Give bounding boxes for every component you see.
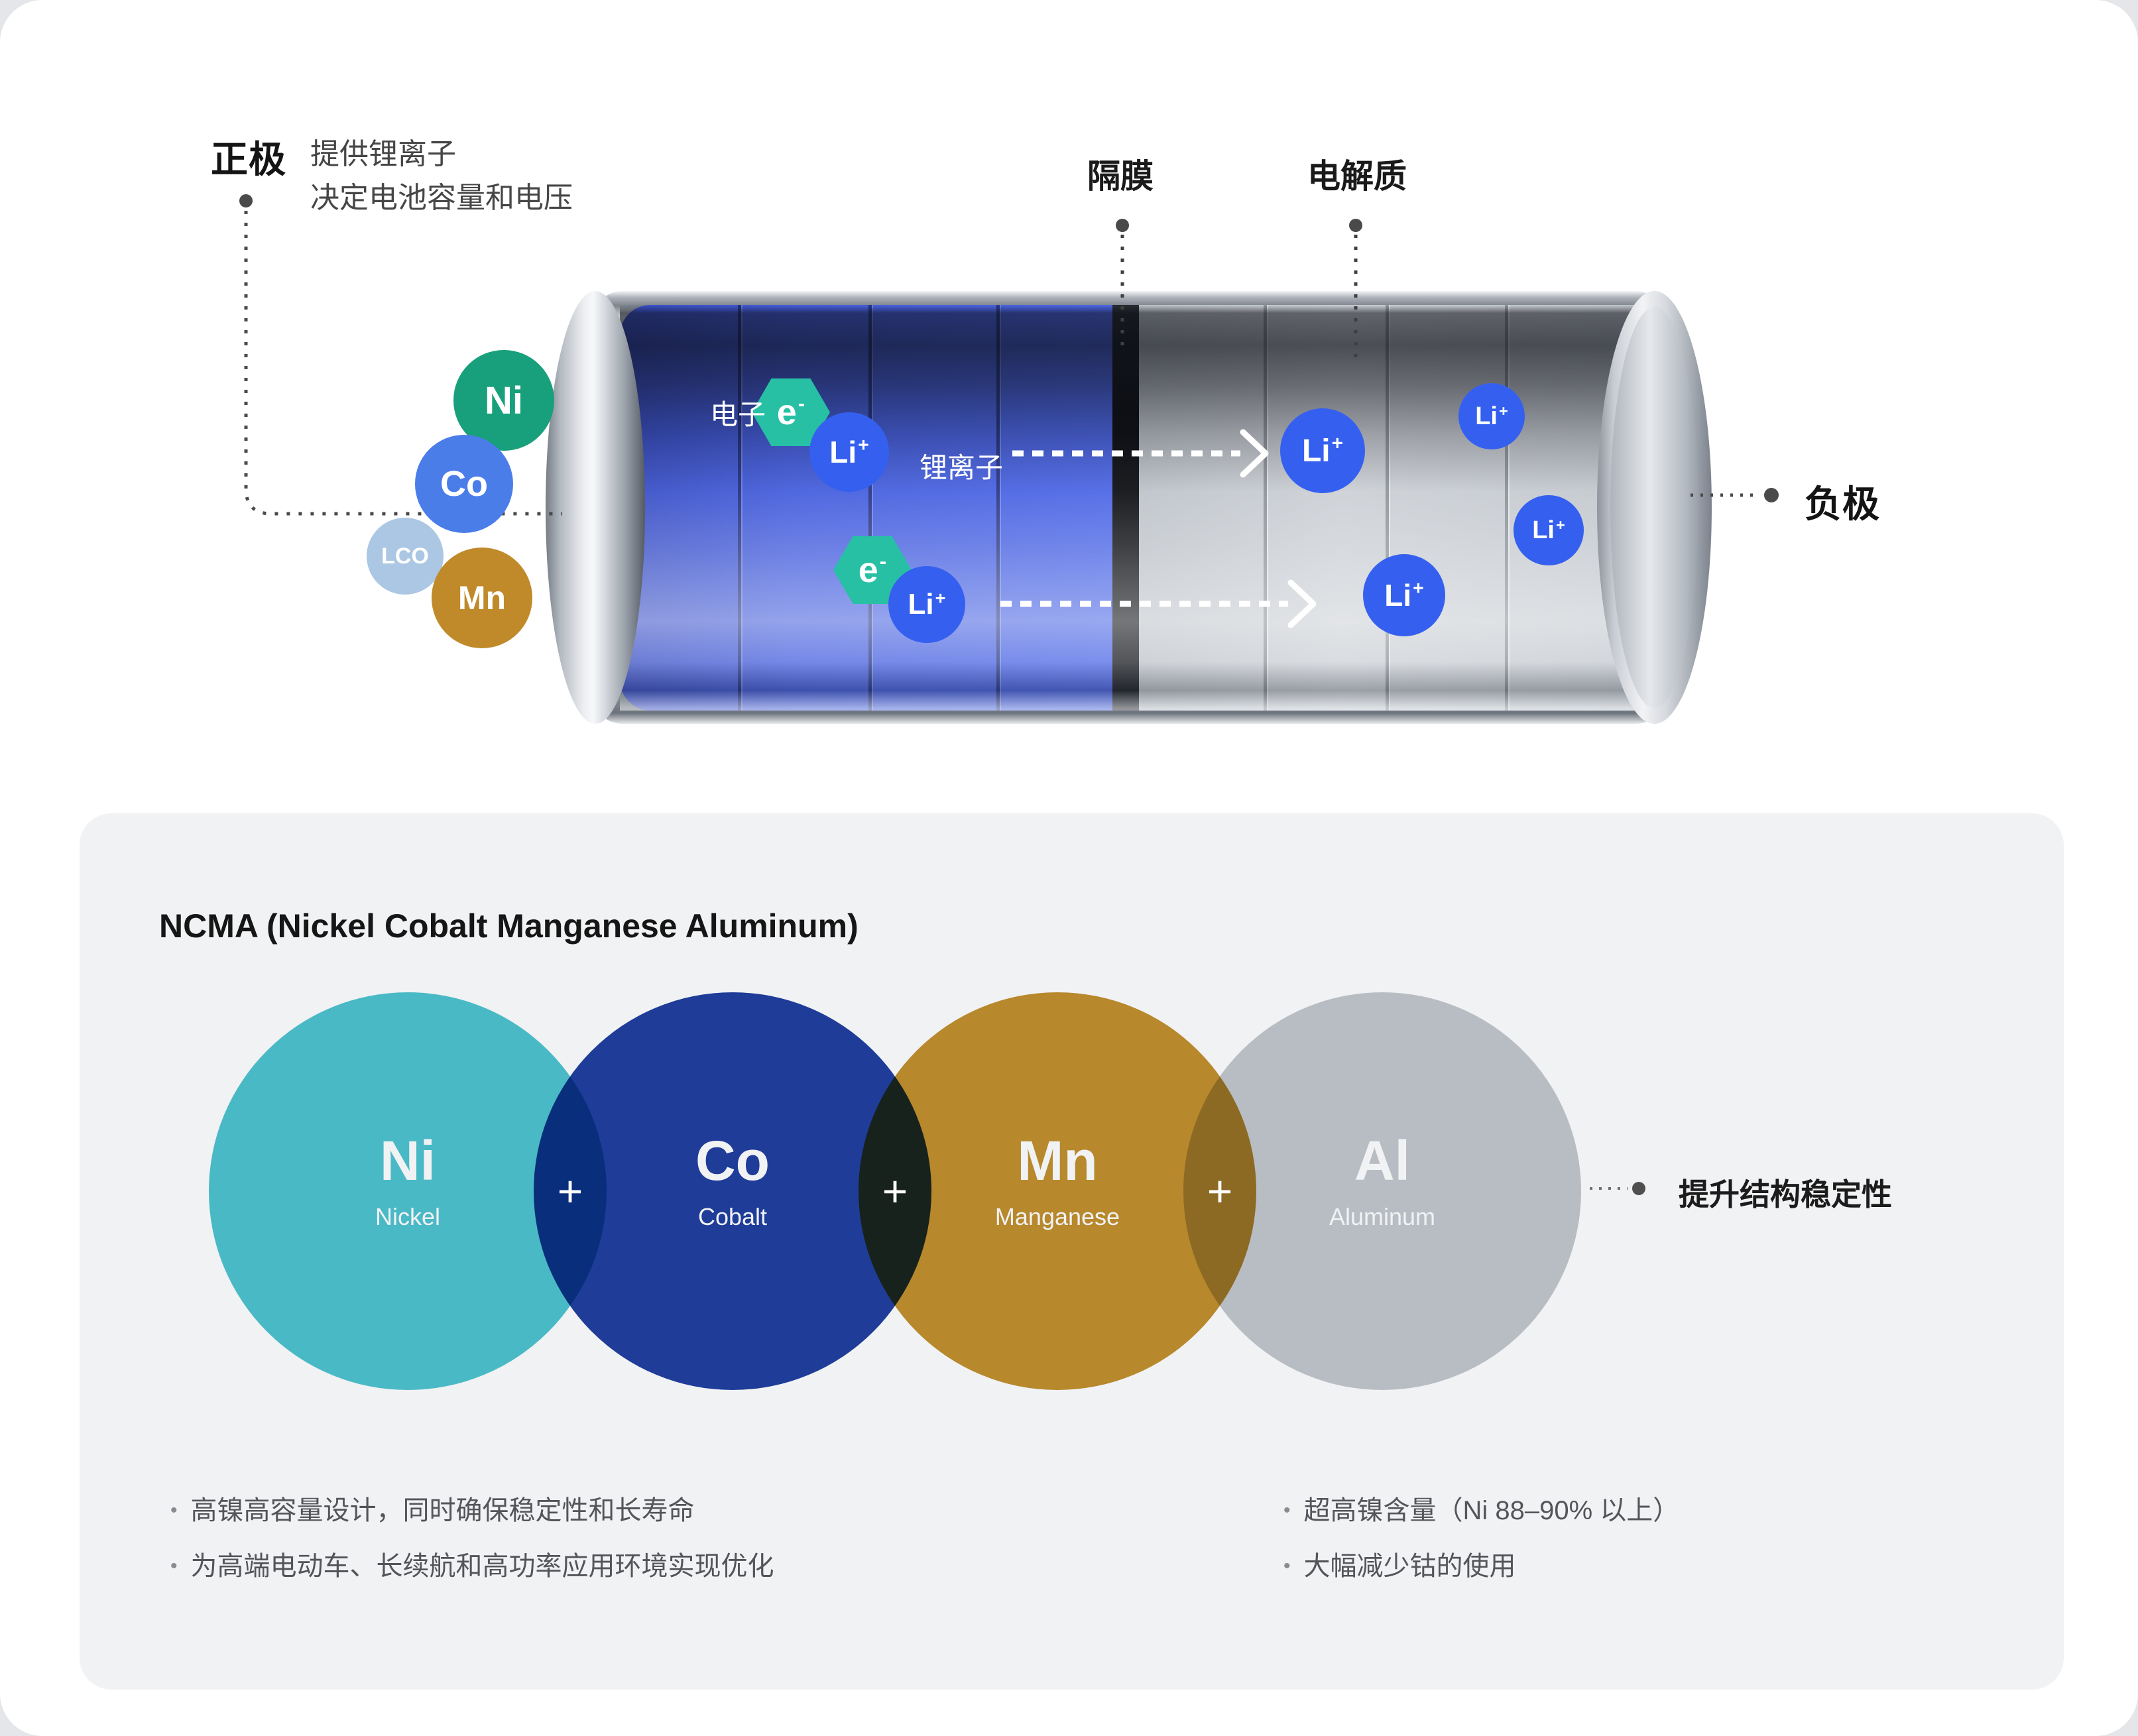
separator-band [1112, 305, 1139, 711]
bullet-item: • 为高端电动车、长续航和高功率应用环境实现优化 [170, 1552, 774, 1581]
element-name: Cobalt [697, 1203, 768, 1230]
ncma-panel: NCMA (Nickel Cobalt Manganese Aluminum) … [80, 813, 2064, 1690]
bullet-item: • 高镍高容量设计，同时确保稳定性和长寿命 [170, 1496, 695, 1525]
element-symbol: Mn [1017, 1129, 1098, 1192]
positive-desc-line1: 提供锂离子 [310, 138, 456, 170]
plus-sign: + [1207, 1167, 1233, 1216]
material-chip-co: Co [415, 435, 513, 533]
element-name: Nickel [375, 1203, 440, 1230]
material-chip-mn: Mn [432, 548, 532, 648]
separator-label: 隔膜 [1087, 158, 1154, 195]
electron-text: 电子 [709, 399, 766, 430]
ncma-title: NCMA (Nickel Cobalt Manganese Aluminum) [159, 907, 859, 945]
electrolyte-label: 电解质 [1307, 158, 1407, 195]
element-symbol: Al [1354, 1129, 1410, 1192]
battery-illustration: 电子 e- Li+ 锂离子 e- Li+ Li+ Li+ Li+ Li+ [546, 291, 1712, 724]
lithium-ion-badge: Li+ [1363, 554, 1445, 636]
cathode-half [620, 305, 1112, 711]
lithium-ion-text: 锂离子 [919, 452, 1004, 483]
groove [868, 305, 872, 711]
battery-left-cap [546, 291, 645, 724]
groove [1386, 305, 1389, 711]
groove [996, 305, 1000, 711]
lithium-ion-badge: Li+ [809, 412, 889, 492]
groove [738, 305, 741, 711]
positive-desc-line2: 决定电池容量和电压 [310, 182, 573, 214]
element-name: Aluminum [1329, 1203, 1436, 1230]
groove [1505, 305, 1508, 711]
plus-sign: + [882, 1167, 908, 1216]
groove [1264, 305, 1267, 711]
element-symbol: Co [695, 1129, 770, 1192]
venn-circle-al: Al Aluminum [1183, 992, 1581, 1390]
lithium-ion-badge: Li+ [1514, 495, 1584, 565]
positive-electrode-label: 正极 [211, 139, 286, 180]
bullet-icon: • [170, 1499, 178, 1521]
lithium-ion-badge: Li+ [888, 566, 965, 643]
element-name: Manganese [994, 1203, 1120, 1230]
element-symbol: Ni [380, 1129, 436, 1192]
bullet-item: • 大幅减少钴的使用 [1283, 1552, 1516, 1581]
material-chip-lco: LCO [367, 518, 444, 595]
venn-circle-co: Co Cobalt [534, 992, 931, 1390]
negative-electrode-label: 负极 [1805, 483, 1880, 525]
battery-right-cap-face [1610, 307, 1698, 708]
bullet-icon: • [1283, 1555, 1291, 1577]
lithium-ion-badge: Li+ [1458, 383, 1525, 449]
battery-body [620, 305, 1643, 711]
plus-sign: + [557, 1167, 583, 1216]
bullet-item: • 超高镍含量（Ni 88–90% 以上） [1283, 1496, 1680, 1525]
bullet-icon: • [1283, 1499, 1291, 1521]
lithium-ion-badge: Li+ [1280, 408, 1365, 493]
aluminum-annotation: 提升结构稳定性 [1679, 1177, 1892, 1212]
bullet-icon: • [170, 1555, 178, 1577]
